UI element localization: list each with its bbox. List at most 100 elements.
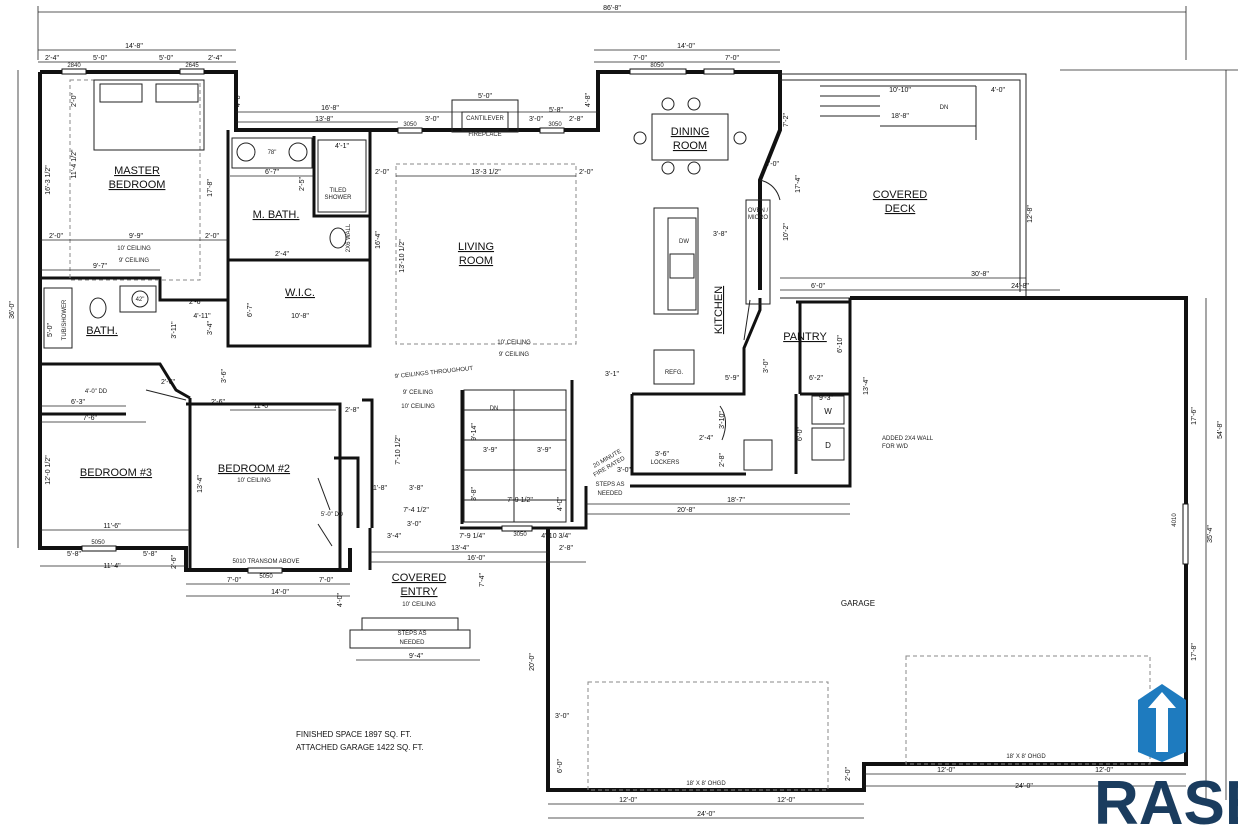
svg-text:2'-4": 2'-4" bbox=[275, 251, 289, 258]
svg-text:12'-0": 12'-0" bbox=[937, 767, 955, 774]
svg-text:6'-7": 6'-7" bbox=[247, 303, 254, 317]
svg-text:6'-2": 6'-2" bbox=[809, 375, 823, 382]
svg-text:1'-8": 1'-8" bbox=[373, 485, 387, 492]
svg-text:9'-7": 9'-7" bbox=[93, 263, 107, 270]
svg-text:2'-6": 2'-6" bbox=[211, 399, 225, 406]
svg-text:17'-4": 17'-4" bbox=[795, 175, 802, 193]
svg-text:13'-4": 13'-4" bbox=[863, 377, 870, 395]
svg-text:5'-0": 5'-0" bbox=[159, 55, 173, 62]
svg-text:16'-0": 16'-0" bbox=[467, 555, 485, 562]
svg-text:4'-8": 4'-8" bbox=[235, 93, 242, 107]
svg-text:6'-0": 6'-0" bbox=[557, 759, 564, 773]
window-3050b: 3050 bbox=[548, 122, 562, 128]
washer-label: W bbox=[824, 407, 832, 416]
top-dining-dimensions: 14'-0" 7'-0" 7'-0" bbox=[594, 43, 780, 63]
svg-text:14'-8": 14'-8" bbox=[125, 43, 143, 50]
window-2840: 2840 bbox=[67, 63, 81, 69]
svg-text:3'-9": 3'-9" bbox=[537, 447, 551, 454]
svg-text:2'-0": 2'-0" bbox=[205, 233, 219, 240]
svg-text:OVEN /: OVEN / bbox=[748, 208, 769, 214]
svg-text:7'-2": 7'-2" bbox=[783, 113, 790, 127]
svg-text:9' CEILING: 9' CEILING bbox=[119, 258, 149, 264]
dining-room-label-1: DINING bbox=[671, 126, 710, 138]
window-5050b: 5050 bbox=[259, 574, 273, 580]
svg-text:3'-4": 3'-4" bbox=[207, 321, 214, 335]
room-labels: MASTER BEDROOM 10' CEILING 9' CEILING M.… bbox=[62, 105, 1046, 787]
svg-text:14'-0": 14'-0" bbox=[271, 589, 289, 596]
area-summary: FINISHED SPACE 1897 SQ. FT. ATTACHED GAR… bbox=[296, 730, 424, 752]
svg-text:3'-0": 3'-0" bbox=[765, 161, 779, 168]
svg-text:24'-0": 24'-0" bbox=[697, 811, 715, 818]
svg-text:6'-3": 6'-3" bbox=[71, 399, 85, 406]
svg-text:4'-8": 4'-8" bbox=[585, 93, 592, 107]
svg-text:ADDED 2X4 WALL: ADDED 2X4 WALL bbox=[882, 436, 934, 442]
svg-text:2'-0": 2'-0" bbox=[49, 233, 63, 240]
svg-text:3'-10": 3'-10" bbox=[719, 411, 726, 429]
covered-entry-label-1: COVERED bbox=[392, 572, 446, 584]
svg-text:3'-0": 3'-0" bbox=[425, 116, 439, 123]
svg-text:5'-8": 5'-8" bbox=[549, 107, 563, 114]
svg-text:18' X 8' OHGD: 18' X 8' OHGD bbox=[686, 781, 726, 787]
svg-text:10' CEILING: 10' CEILING bbox=[497, 340, 531, 346]
svg-text:7'-4": 7'-4" bbox=[479, 573, 486, 587]
window-8050: 8050 bbox=[650, 63, 664, 69]
living-room-label-2: ROOM bbox=[459, 255, 493, 267]
svg-text:11'-6": 11'-6" bbox=[103, 523, 121, 530]
svg-text:3'-9": 3'-9" bbox=[483, 447, 497, 454]
svg-text:2X6 WALL: 2X6 WALL bbox=[346, 223, 352, 252]
svg-text:2'-6": 2'-6" bbox=[189, 299, 203, 306]
svg-text:2'-0": 2'-0" bbox=[845, 767, 852, 781]
svg-text:20'-8": 20'-8" bbox=[677, 507, 695, 514]
svg-text:17'-8": 17'-8" bbox=[207, 179, 214, 197]
svg-text:30'-8": 30'-8" bbox=[971, 271, 989, 278]
bath-label: BATH. bbox=[86, 325, 118, 337]
logo-text: RASE bbox=[1094, 769, 1238, 828]
svg-text:2'-5": 2'-5" bbox=[299, 177, 306, 191]
svg-text:2'-8": 2'-8" bbox=[345, 407, 359, 414]
svg-text:10' CEILING: 10' CEILING bbox=[402, 602, 436, 608]
svg-text:18' X 8' OHGD: 18' X 8' OHGD bbox=[1006, 754, 1046, 760]
master-bedroom-label-1: MASTER bbox=[114, 165, 160, 177]
window-4010: 4010 bbox=[1172, 513, 1178, 527]
svg-text:13'-8": 13'-8" bbox=[315, 116, 333, 123]
exterior-walls bbox=[38, 70, 1188, 792]
kitchen-island bbox=[653, 199, 771, 385]
bedroom3-label: BEDROOM #3 bbox=[80, 467, 152, 479]
svg-text:2'-8": 2'-8" bbox=[559, 545, 573, 552]
svg-text:DW: DW bbox=[679, 239, 689, 245]
svg-text:6'-7": 6'-7" bbox=[265, 169, 279, 176]
svg-text:4'-10 3/4": 4'-10 3/4" bbox=[541, 533, 571, 540]
master-bed bbox=[69, 79, 205, 281]
svg-text:12'-0": 12'-0" bbox=[619, 797, 637, 804]
svg-text:5'-9": 5'-9" bbox=[725, 375, 739, 382]
garage-label: GARAGE bbox=[841, 599, 875, 608]
svg-text:11'-4 1/2": 11'-4 1/2" bbox=[71, 149, 78, 179]
svg-text:2'-8": 2'-8" bbox=[719, 453, 726, 467]
svg-text:TILED: TILED bbox=[329, 188, 347, 194]
svg-text:11'-4": 11'-4" bbox=[103, 563, 121, 570]
svg-text:3'-8": 3'-8" bbox=[409, 485, 423, 492]
svg-text:9' CEILINGS THROUGHOUT: 9' CEILINGS THROUGHOUT bbox=[394, 366, 473, 380]
svg-text:4'-0": 4'-0" bbox=[337, 593, 344, 607]
stairs bbox=[349, 85, 977, 649]
svg-text:10'-10": 10'-10" bbox=[889, 87, 911, 94]
svg-text:9' CEILING: 9' CEILING bbox=[499, 352, 529, 358]
windows: 2840 2645 8050 3050 3050 5050 5050 3050 … bbox=[61, 63, 1189, 580]
svg-text:24'-8": 24'-8" bbox=[1011, 283, 1029, 290]
svg-text:2'-4": 2'-4" bbox=[699, 435, 713, 442]
svg-text:42": 42" bbox=[136, 297, 145, 303]
svg-text:7'-0": 7'-0" bbox=[633, 55, 647, 62]
svg-text:7'-10 1/2": 7'-10 1/2" bbox=[395, 435, 402, 465]
overall-depth-label: 36'-0" bbox=[9, 301, 16, 319]
svg-text:5'-0": 5'-0" bbox=[93, 55, 107, 62]
svg-text:NEEDED: NEEDED bbox=[399, 640, 425, 646]
covered-deck-label-1: COVERED bbox=[873, 189, 927, 201]
svg-text:6'-0": 6'-0" bbox=[797, 427, 804, 441]
svg-text:4'-0" DD: 4'-0" DD bbox=[85, 389, 108, 395]
svg-text:17'-6": 17'-6" bbox=[1191, 407, 1198, 425]
svg-text:12'-0 1/2": 12'-0 1/2" bbox=[45, 455, 52, 485]
svg-text:MICRO: MICRO bbox=[748, 215, 768, 221]
svg-text:FOR W/D: FOR W/D bbox=[882, 444, 909, 450]
svg-text:11'-0": 11'-0" bbox=[253, 403, 271, 410]
